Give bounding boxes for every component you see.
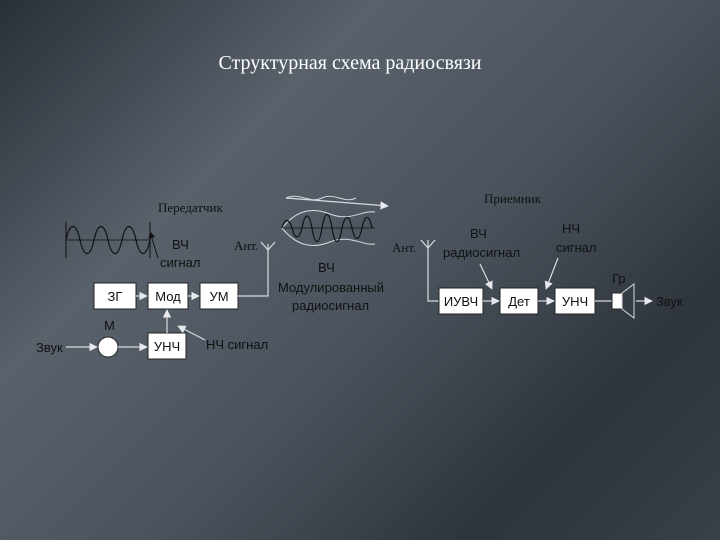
microphone-icon (97, 336, 119, 358)
tx-antenna-icon (260, 241, 276, 262)
rx-antenna-icon (420, 239, 436, 262)
lf-signal-arrow (177, 325, 206, 341)
rf-amp-label: ИУВЧ (444, 294, 478, 309)
antenna-to-rf-wire (427, 262, 439, 302)
hf-signal-arrow (148, 231, 159, 259)
amp-to-antenna-wire (238, 262, 269, 297)
power-amp-block (199, 282, 239, 310)
tx-hf-label-1: ВЧ (172, 237, 189, 252)
rx-hf-label-1: ВЧ (470, 226, 487, 241)
slide-title: Структурная схема радиосвязи (218, 52, 482, 74)
channel-label-3: радиосигнал (292, 298, 369, 313)
tx-lf-signal-label: НЧ сигнал (206, 337, 268, 352)
detector-label: Дет (508, 294, 530, 309)
hf-carrier-waveform (65, 222, 151, 258)
tx-antenna-label: Ант. (234, 238, 258, 253)
rx-hf-arrow (479, 263, 493, 290)
power-amp-label: УМ (209, 289, 228, 304)
sound-in-label: Звук (36, 340, 63, 355)
rx-lf-label-2: сигнал (556, 240, 597, 255)
rx-hf-label-2: радиосигнал (443, 245, 520, 260)
transmitter-label: Передатчик (158, 200, 223, 215)
modulated-signal-waveform (281, 195, 389, 246)
rx-lf-amp-label: УНЧ (562, 294, 588, 309)
speaker-icon (611, 283, 635, 319)
microphone-label: М (104, 318, 115, 333)
rx-lf-label-1: НЧ (562, 221, 580, 236)
rf-amp-block (438, 287, 484, 315)
generator-block (93, 282, 137, 310)
rx-antenna-label: Ант. (392, 240, 416, 255)
receiver-label: Приемник (484, 191, 542, 206)
rx-lf-arrow (544, 257, 559, 290)
channel-label-1: ВЧ (318, 260, 335, 275)
generator-label: ЗГ (108, 289, 123, 304)
rx-lf-amp-block (554, 287, 596, 315)
tx-hf-label-2: сигнал (160, 255, 201, 270)
sound-out-label: Звук (656, 294, 683, 309)
modulator-label: Мод (155, 289, 181, 304)
tx-lf-amp-label: УНЧ (154, 339, 180, 354)
channel-label-2: Модулированный (278, 280, 384, 295)
speaker-label: Гр (612, 271, 626, 286)
